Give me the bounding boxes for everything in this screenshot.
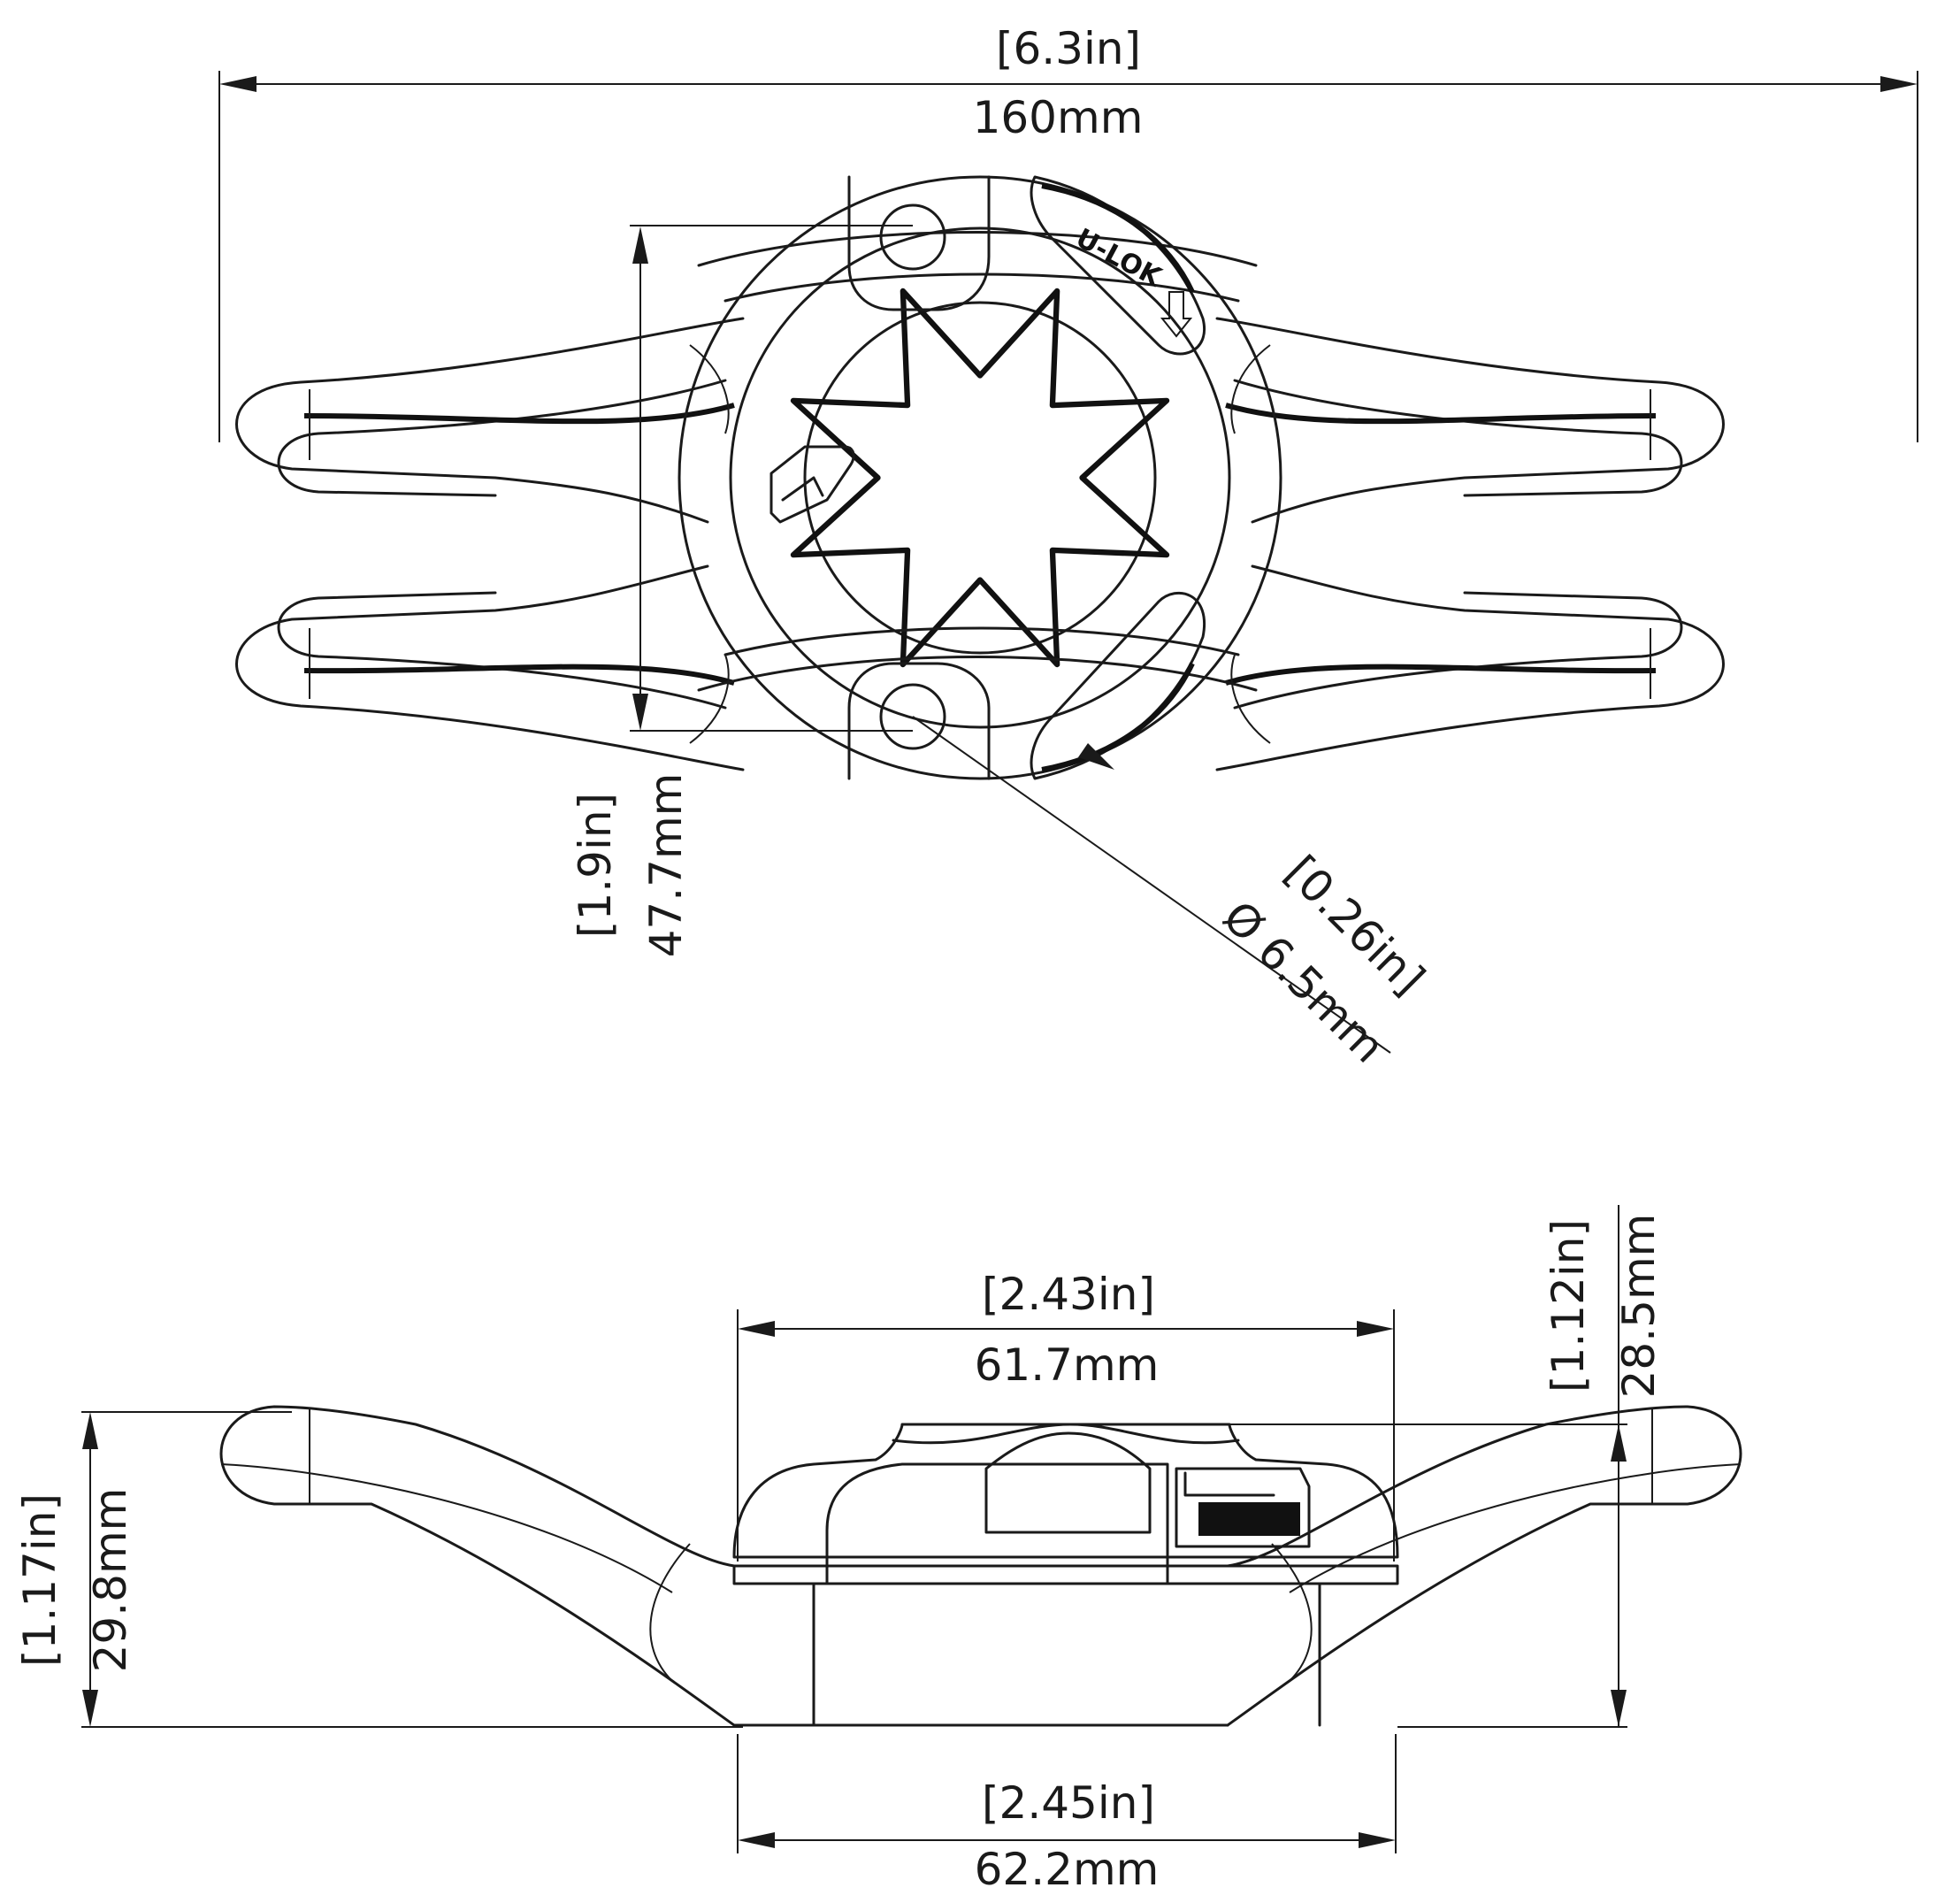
side-left-arm: [219, 1405, 736, 1727]
left-arm-groove: [303, 403, 735, 686]
base-width-mm: 62.2mm: [975, 1844, 1160, 1895]
side-latch: [1175, 1467, 1311, 1548]
left-arm-inner: [277, 379, 727, 710]
top-view: U-LOK: [235, 175, 1725, 780]
side-body-ring: [732, 1564, 1399, 1585]
side-body-base: [732, 1582, 1321, 1727]
right-arm-groove: [1225, 403, 1657, 686]
side-right-arm-lines: [1271, 1408, 1742, 1682]
star-socket: [790, 288, 1170, 668]
top-mount-tab: [847, 175, 991, 311]
ulok-label: U-LOK: [1071, 223, 1168, 294]
overall-width-mm: 160mm: [973, 92, 1144, 143]
side-latch-grip: [1198, 1502, 1300, 1536]
bottom-mount-tab: [847, 662, 991, 780]
socket-ring: [803, 301, 1157, 655]
left-arm-outline: [235, 317, 745, 771]
down-arrow-icon: [1160, 291, 1193, 338]
overall-height-mm: 29.8mm: [85, 1488, 136, 1673]
base-width-in: [2.45in]: [982, 1777, 1155, 1829]
side-view: [219, 1405, 1742, 1727]
side-left-arm-lines: [220, 1408, 691, 1682]
side-right-arm: [1226, 1405, 1742, 1727]
hole-spacing-in: [1.9in]: [570, 793, 621, 938]
left-arm-ribs: [309, 344, 730, 744]
overall-width-in: [6.3in]: [996, 23, 1141, 74]
body-height-mm: 28.5mm: [1613, 1214, 1665, 1399]
top-width-in: [2.43in]: [982, 1269, 1155, 1320]
top-band: [697, 231, 1258, 303]
side-tab: [984, 1431, 1152, 1534]
right-arm-outline: [1215, 317, 1725, 771]
side-housing: [825, 1462, 1169, 1585]
right-arm-inner: [1233, 379, 1683, 710]
brand-logo-icon: [769, 445, 855, 524]
side-view-dimensions: [2.43in] 61.7mm [2.45in] 62.2mm [1.17in]…: [14, 1205, 1665, 1895]
right-arm-ribs: [1230, 344, 1651, 744]
top-mount-hole: [879, 203, 946, 271]
base-disk-mid: [729, 226, 1231, 729]
overall-height-in: [1.17in]: [14, 1493, 65, 1667]
top-view-dimensions: [6.3in] 160mm [1.9in] 47.7mm [0.26in] Ø …: [218, 23, 1918, 1073]
ulok-latch-grip: [1041, 183, 1195, 294]
hole-spacing-mm: 47.7mm: [640, 773, 692, 958]
top-width-mm: 61.7mm: [975, 1339, 1160, 1391]
base-disk-outer: [678, 175, 1282, 780]
bottom-mount-hole: [879, 683, 946, 750]
body-height-in: [1.12in]: [1543, 1219, 1594, 1393]
side-center-cap: [892, 1423, 1240, 1445]
lower-latch-grip: [1041, 662, 1195, 772]
